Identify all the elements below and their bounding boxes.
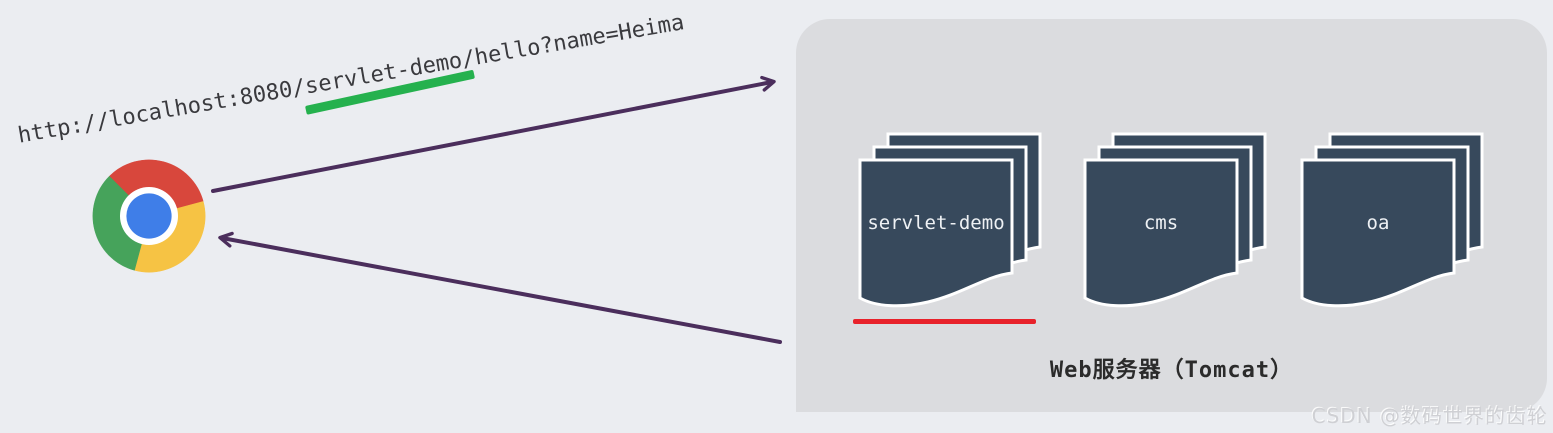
request-url-label: http://localhost:8080/servlet-demo/hello… <box>16 10 687 149</box>
server-caption: Web服务器（Tomcat） <box>1049 358 1294 383</box>
webapp-label: oa <box>1366 212 1390 234</box>
webapp-stack-cms: cms <box>1083 132 1267 314</box>
document-page-icon <box>858 158 1014 308</box>
webapp-label: servlet-demo <box>867 212 1005 234</box>
active-app-underline <box>853 319 1036 324</box>
document-page-icon <box>1300 158 1456 308</box>
response-arrow <box>218 231 782 344</box>
chrome-browser-icon <box>92 159 206 273</box>
chrome-center <box>126 193 172 239</box>
document-page-icon <box>1083 158 1239 308</box>
webapp-stack-oa: oa <box>1300 132 1484 314</box>
webapp-stack-servlet-demo: servlet-demo <box>858 132 1042 314</box>
watermark: CSDN @数码世界的齿轮 <box>1311 404 1548 428</box>
webapp-label: cms <box>1143 212 1179 234</box>
